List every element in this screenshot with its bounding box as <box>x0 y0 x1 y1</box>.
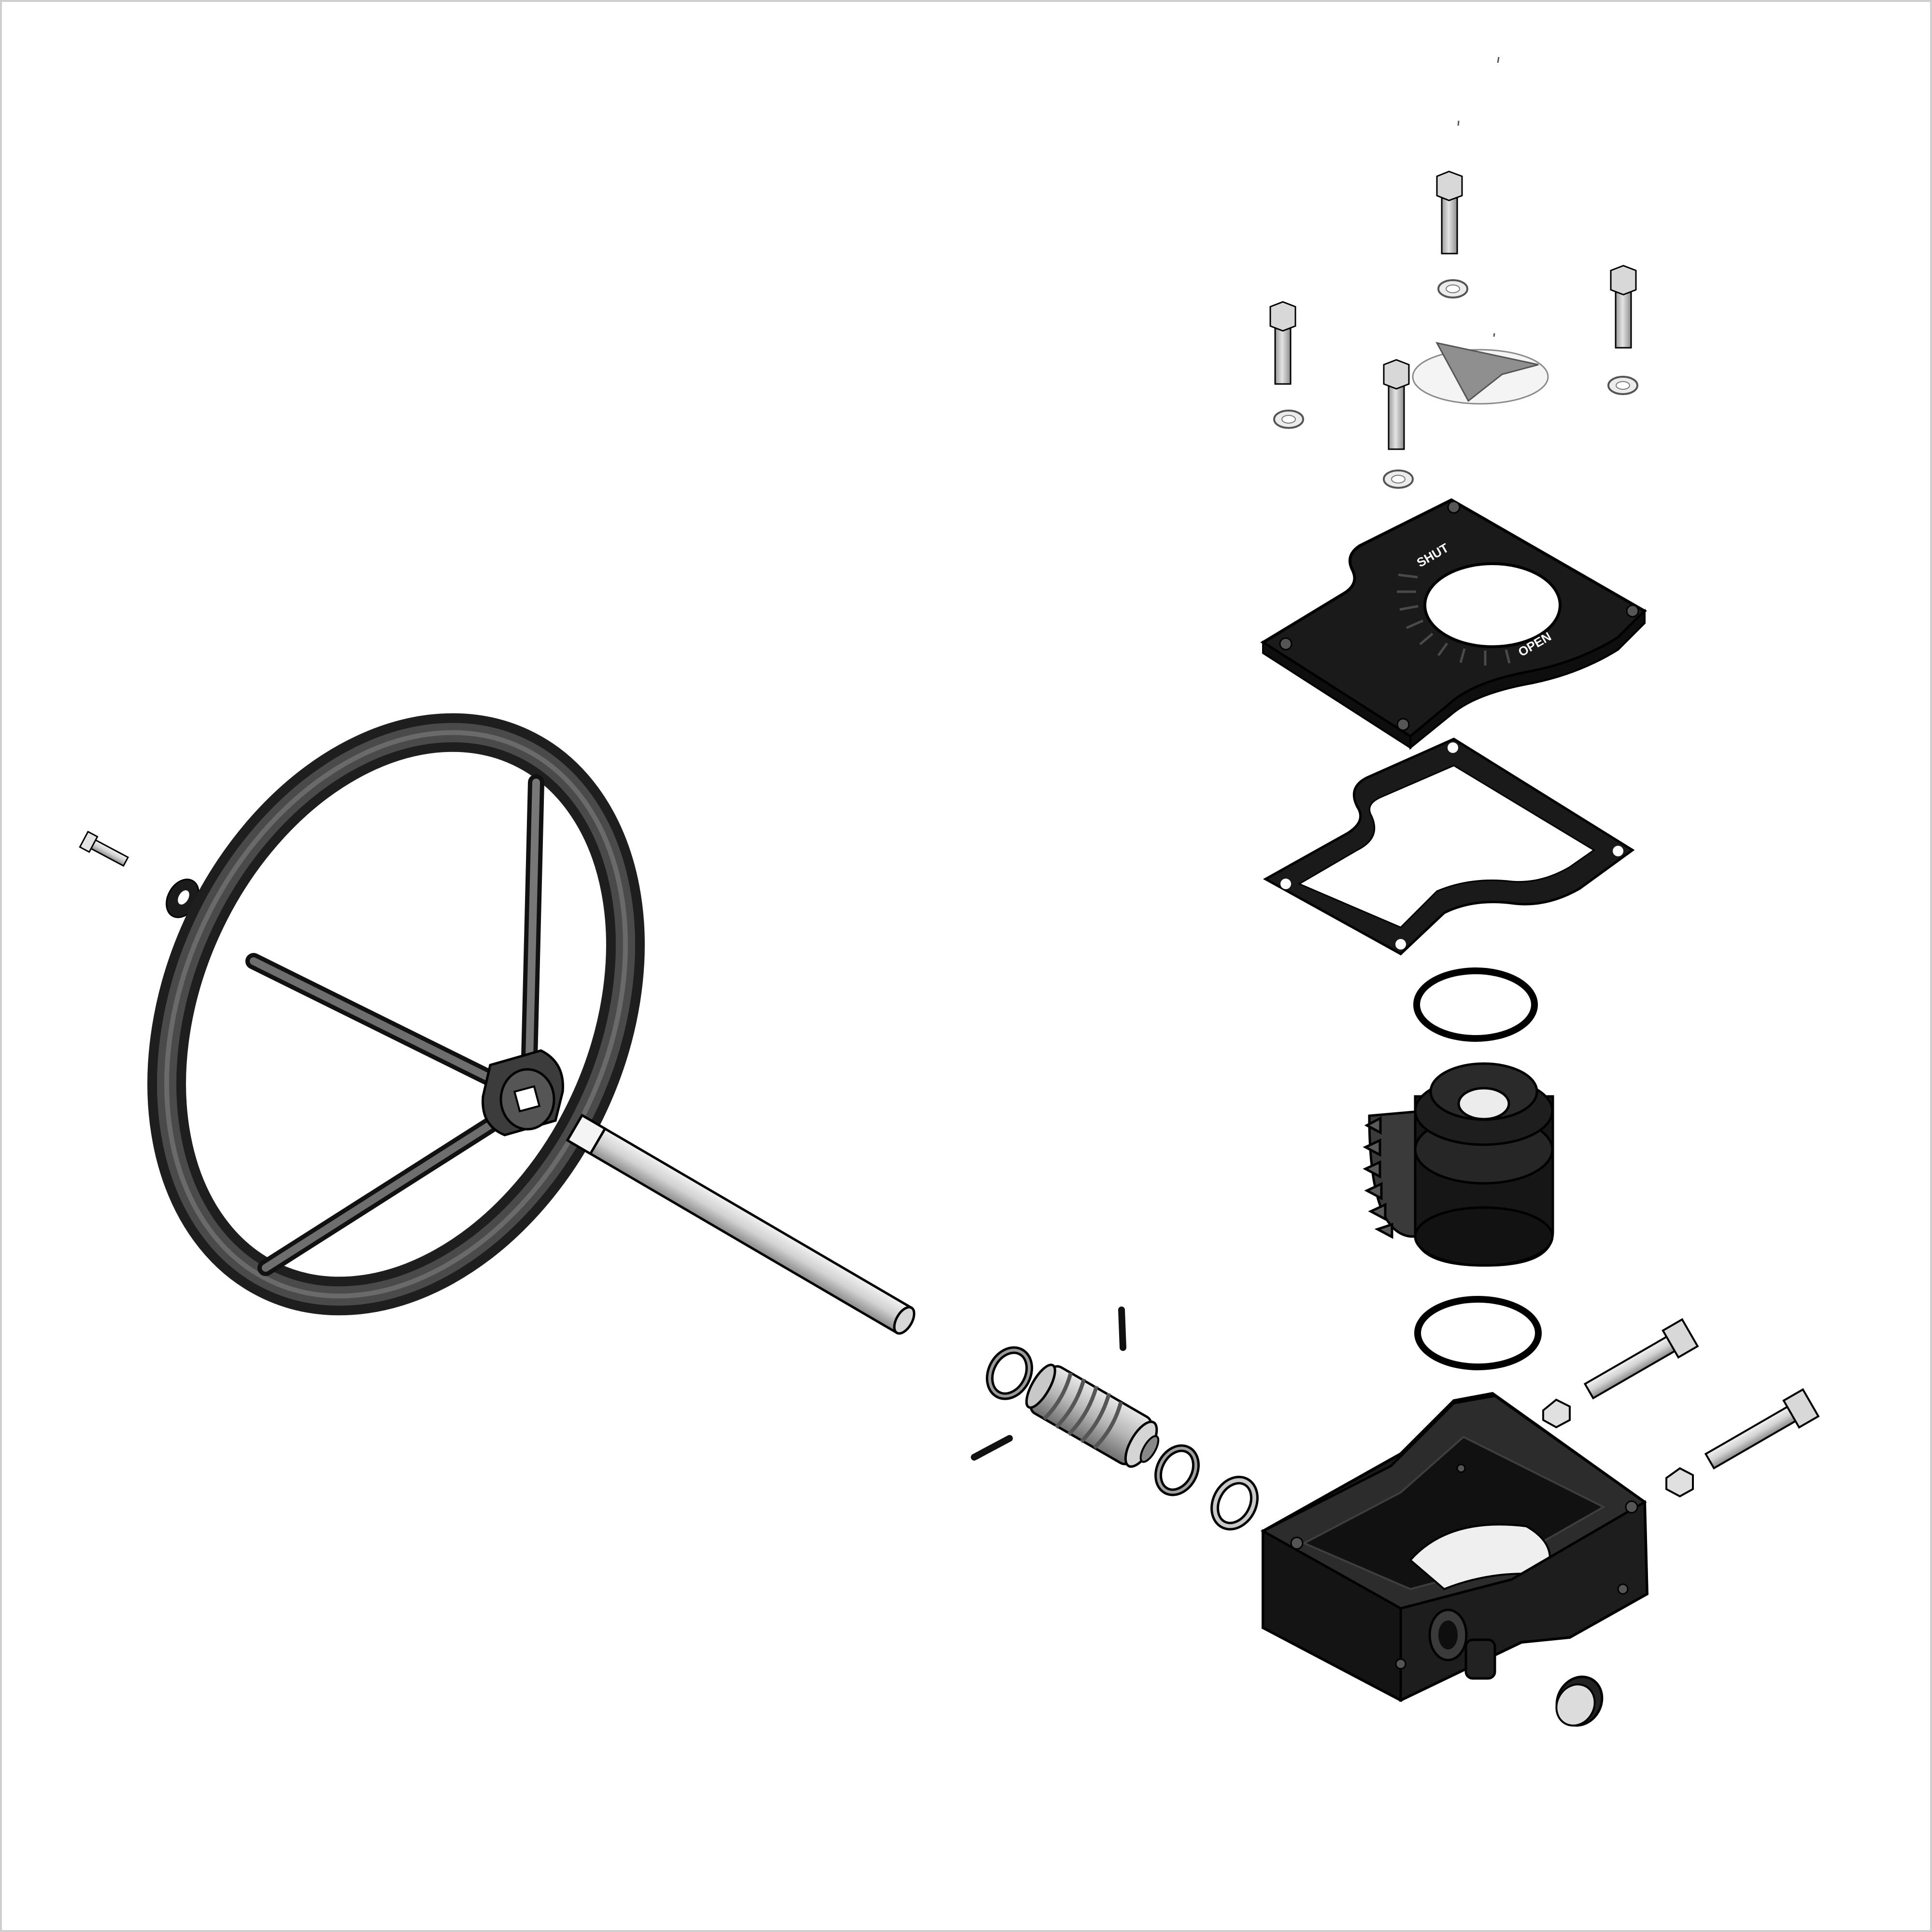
cover-bolt-washer <box>1273 279 1638 489</box>
handwheel-spokes <box>245 774 544 1276</box>
cover-bolt <box>1383 359 1410 450</box>
gearbox-housing <box>1260 1392 1649 1703</box>
housing-plug <box>1555 1676 1604 1727</box>
worm-segment-gear <box>1363 1062 1554 1267</box>
worm-bearing <box>1154 1444 1200 1496</box>
stop-bolt-nut <box>1542 1398 1694 1498</box>
cover-bolt-washer-holes <box>1281 284 1630 483</box>
handwheel-hub <box>482 1049 564 1136</box>
worm-shaft-bearing <box>986 1346 1033 1400</box>
cover-plate: SHUT OPEN <box>1260 498 1647 750</box>
roll-pin <box>971 1307 1126 1461</box>
cover-bolt <box>1436 170 1463 255</box>
cover-gasket <box>1263 738 1635 956</box>
cover-bolt <box>1269 301 1296 385</box>
stop-bolt <box>1583 1318 1699 1400</box>
o-ring <box>1413 967 1538 1042</box>
handwheel <box>147 713 645 1316</box>
o-ring <box>1414 1296 1542 1370</box>
position-indicator <box>1412 341 1549 405</box>
input-shaft <box>566 1113 916 1335</box>
handwheel-retaining-screw <box>79 830 129 867</box>
stop-bolt <box>1704 1388 1820 1470</box>
leader-marks <box>1457 57 1500 337</box>
worm-bearing-seal <box>1210 1476 1259 1531</box>
cover-bolt <box>1610 265 1637 349</box>
worm-gear <box>1025 1364 1160 1468</box>
